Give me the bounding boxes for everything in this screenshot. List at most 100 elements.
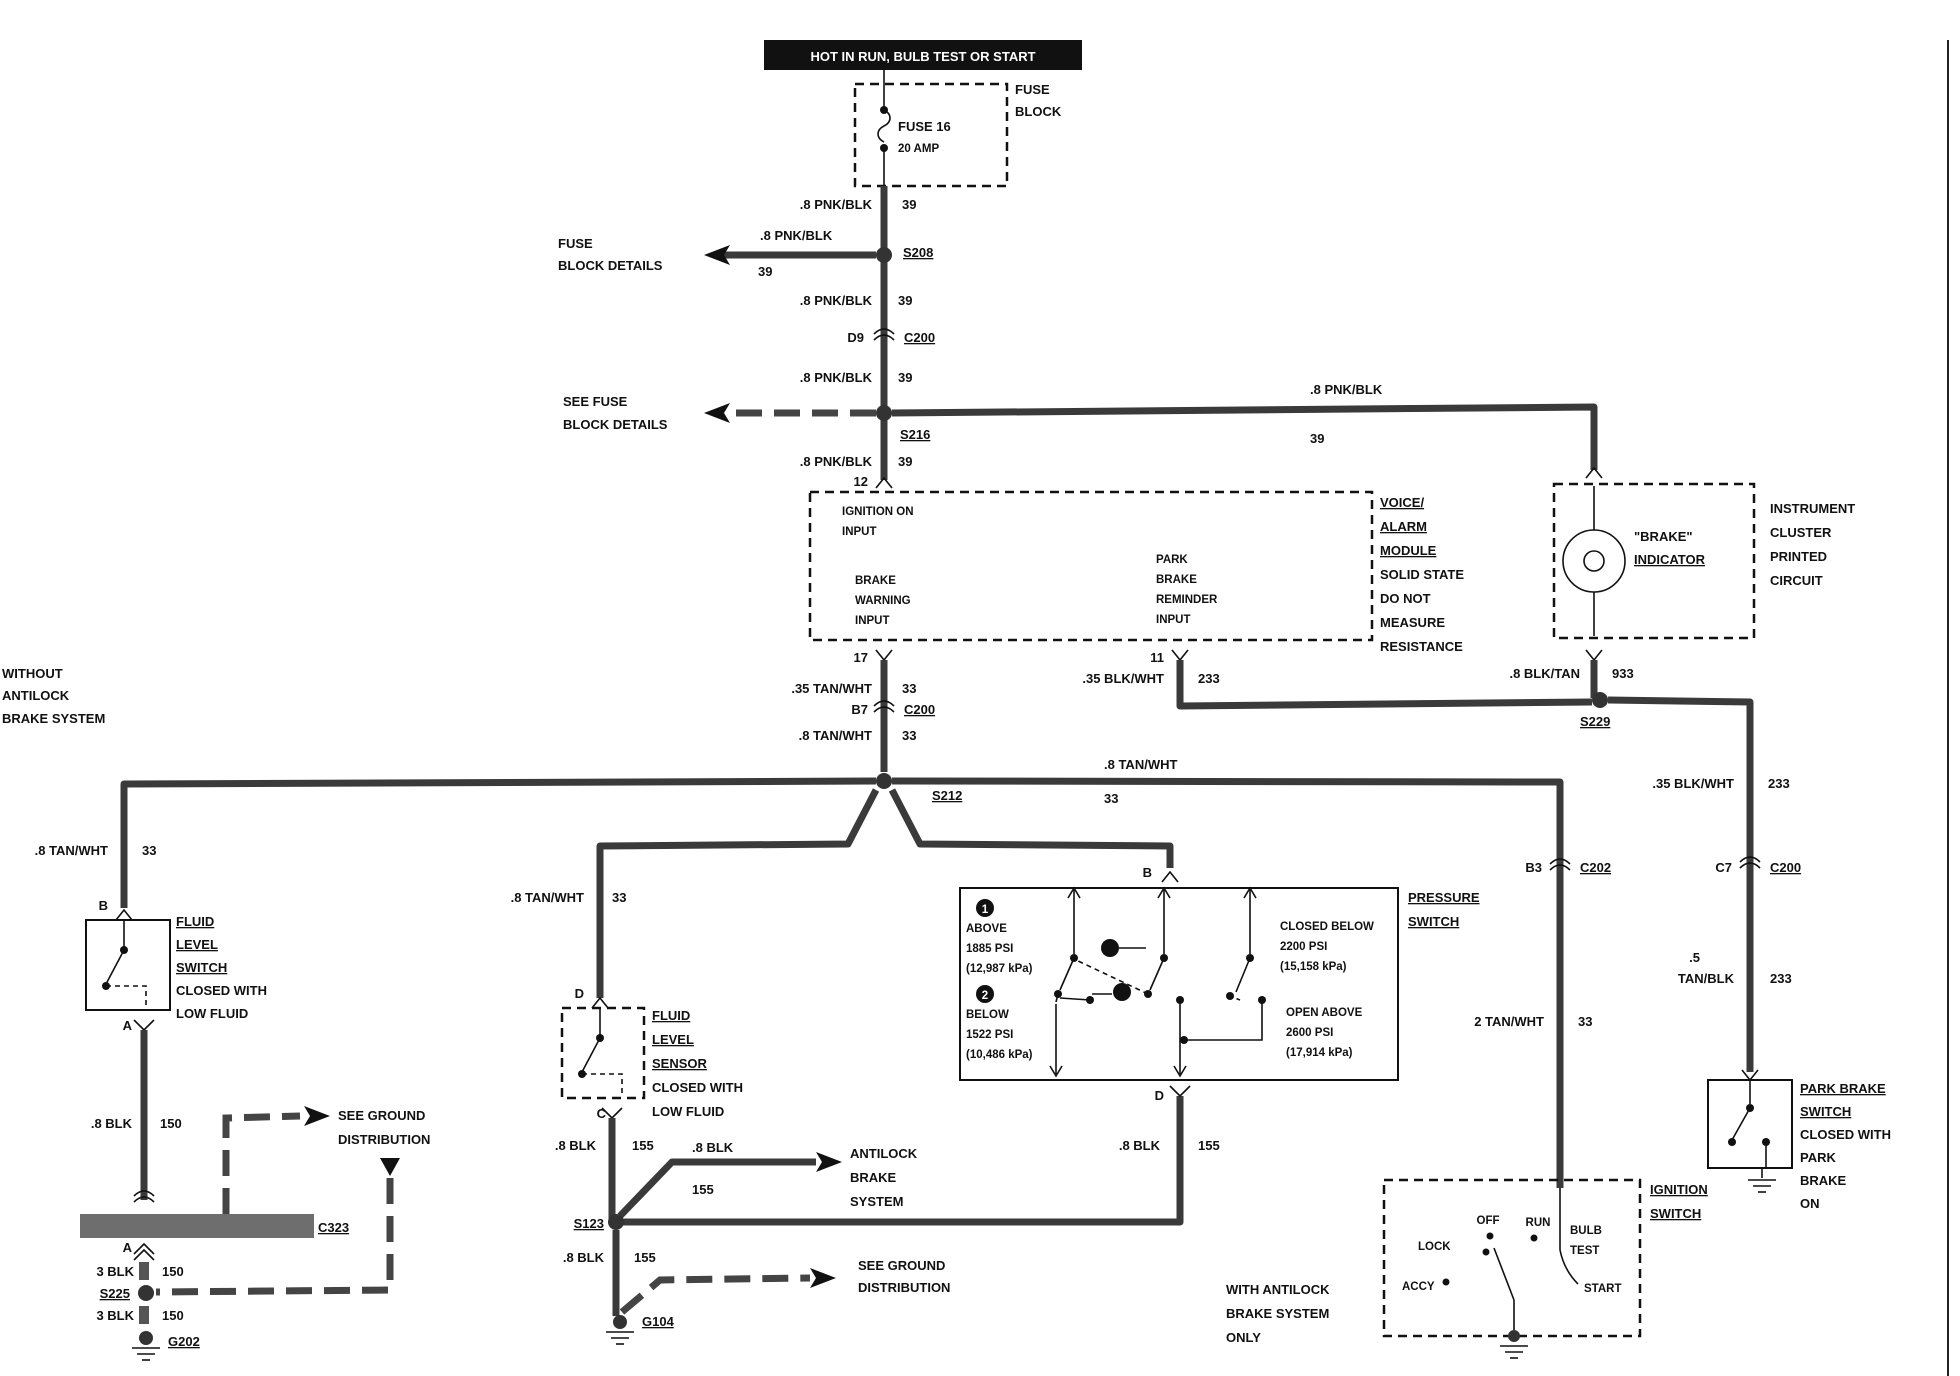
module-name-3: MODULE [1380, 543, 1437, 558]
wire-label-tan-wht-3: .8 TAN/WHT [35, 843, 108, 858]
circuit-39-4: 39 [898, 370, 912, 385]
wire-tan-wht-right [891, 777, 1564, 1188]
splice-s212-label: S212 [932, 788, 962, 803]
ref-see-ground-3: SEE GROUND [858, 1258, 945, 1273]
ignition-switch-name-2: SWITCH [1650, 1206, 1701, 1221]
park-switch-l6: ON [1800, 1196, 1820, 1211]
module-pb-1: PARK [1156, 554, 1188, 566]
fluid-switch-l2: LEVEL [176, 937, 218, 952]
circuit-155-2: 155 [692, 1182, 714, 1197]
circuit-155-4: 155 [634, 1250, 656, 1265]
pressure-cb-2: 2200 PSI [1280, 941, 1327, 953]
ref-see-fuse-1: SEE FUSE [563, 394, 628, 409]
wire-label-tan-wht-4: .8 TAN/WHT [1104, 757, 1177, 772]
park-switch-l2: SWITCH [1800, 1104, 1851, 1119]
ignition-run: RUN [1526, 1217, 1551, 1229]
wire-blk-antilock [617, 1158, 816, 1219]
ground-g202: G202 [168, 1334, 200, 1349]
pressure-switch-contacts [1049, 886, 1266, 1078]
without-abs-l3: BRAKE SYSTEM [2, 711, 105, 726]
instrument-cluster-box [1552, 482, 1756, 640]
pin-b7: B7 [851, 702, 868, 717]
circuit-39-6: 39 [898, 454, 912, 469]
pressure-oa-2: 2600 PSI [1286, 1027, 1333, 1039]
pressure-below-2: 1522 PSI [966, 1029, 1013, 1041]
circuit-933: 933 [1612, 666, 1634, 681]
module-bw-3: INPUT [855, 615, 890, 627]
pressure-above-1: ABOVE [966, 923, 1007, 935]
ignition-switch-name-1: IGNITION [1650, 1182, 1708, 1197]
ignition-off: OFF [1477, 1215, 1500, 1227]
fluid-switch-blade [105, 949, 125, 985]
splice-s225-label: S225 [100, 1286, 130, 1301]
cluster-name-2: CLUSTER [1770, 525, 1832, 540]
splice-s123 [608, 1214, 624, 1230]
circuit-39-5: 39 [1310, 431, 1324, 446]
module-name-1: VOICE/ [1380, 495, 1424, 510]
ref-fuse-1: FUSE [558, 236, 593, 251]
ref-see-ground-4: DISTRIBUTION [858, 1280, 950, 1295]
module-pb-2: BRAKE [1156, 574, 1197, 586]
connector-c323-bar [80, 1214, 314, 1238]
connector-c200-1: C200 [904, 330, 935, 345]
fluid-sensor-l1: FLUID [652, 1008, 690, 1023]
pin-b3: B3 [1525, 860, 1542, 875]
circuit-39-3: 39 [898, 293, 912, 308]
wire-label-blk-3: .8 BLK [692, 1140, 734, 1155]
pressure-oa-1: OPEN ABOVE [1286, 1007, 1363, 1019]
fluid-switch-l1: FLUID [176, 914, 214, 929]
arrow-see-ground-3 [810, 1268, 836, 1288]
fuse-icon [877, 109, 891, 143]
fluid-level-switch-box [85, 919, 171, 1011]
wire-label-tan-wht-6: .8 TAN/WHT [511, 890, 584, 905]
pressure-oa-3: (17,914 kPa) [1286, 1047, 1353, 1059]
module-pb-3: REMINDER [1156, 594, 1218, 606]
wire-label-tan-wht-1: .35 TAN/WHT [791, 681, 872, 696]
cluster-name-1: INSTRUMENT [1770, 501, 1855, 516]
splice-s229-label: S229 [1580, 714, 1610, 729]
pressure-switch-name-2: SWITCH [1408, 914, 1459, 929]
fuse-block-label-1: FUSE [1015, 82, 1050, 97]
with-abs-l1: WITH ANTILOCK [1226, 1282, 1330, 1297]
circuit-150-1: 150 [160, 1116, 182, 1131]
park-switch-l4: PARK [1800, 1150, 1836, 1165]
module-note-4: RESISTANCE [1380, 639, 1463, 654]
wire-tan-wht-pressure [888, 788, 1174, 868]
wire-label-tan-blk-2: TAN/BLK [1678, 971, 1735, 986]
cluster-indicator-2: INDICATOR [1634, 552, 1706, 567]
wire-label-pnk-blk-5: .8 PNK/BLK [1310, 382, 1383, 397]
circuit-233-1: 233 [1198, 671, 1220, 686]
module-ign-1: IGNITION ON [842, 506, 914, 518]
splice-s216 [876, 405, 892, 421]
pressure-marker-2-text: 2 [982, 990, 988, 1002]
with-abs-l2: BRAKE SYSTEM [1226, 1306, 1329, 1321]
wire-label-pnk-blk-2: .8 PNK/BLK [760, 228, 833, 243]
with-abs-l3: ONLY [1226, 1330, 1261, 1345]
circuit-33-6: 33 [612, 890, 626, 905]
without-abs-l1: WITHOUT [2, 666, 63, 681]
pressure-marker-1 [976, 899, 994, 917]
wire-label-pnk-blk-4: .8 PNK/BLK [800, 370, 873, 385]
fuse-label: FUSE 16 [898, 119, 951, 134]
fluid-switch-l3: SWITCH [176, 960, 227, 975]
ref-antilock-3: SYSTEM [850, 1194, 903, 1209]
fluid-switch-l5: LOW FLUID [176, 1006, 248, 1021]
pin-d-sensor: D [575, 986, 584, 1001]
pin-c7: C7 [1715, 860, 1732, 875]
pressure-cb-3: (15,158 kPa) [1280, 961, 1347, 973]
ref-see-ground-1: SEE GROUND [338, 1108, 425, 1123]
wire-label-tan-blk-1: .5 [1689, 950, 1700, 965]
cluster-name-4: CIRCUIT [1770, 573, 1823, 588]
circuit-33-5: 33 [1578, 1014, 1592, 1029]
cluster-name-3: PRINTED [1770, 549, 1827, 564]
circuit-39-2: 39 [758, 264, 772, 279]
arrow-see-ground-down [380, 1158, 400, 1176]
splice-s229 [1592, 692, 1608, 708]
fluid-switch-l4: CLOSED WITH [176, 983, 267, 998]
circuit-233-3: 233 [1770, 971, 1792, 986]
ref-see-fuse-2: BLOCK DETAILS [563, 417, 668, 432]
circuit-233-2: 233 [1768, 776, 1790, 791]
pin-17: 17 [854, 650, 868, 665]
wire-label-3blk-2: 3 BLK [96, 1308, 134, 1323]
